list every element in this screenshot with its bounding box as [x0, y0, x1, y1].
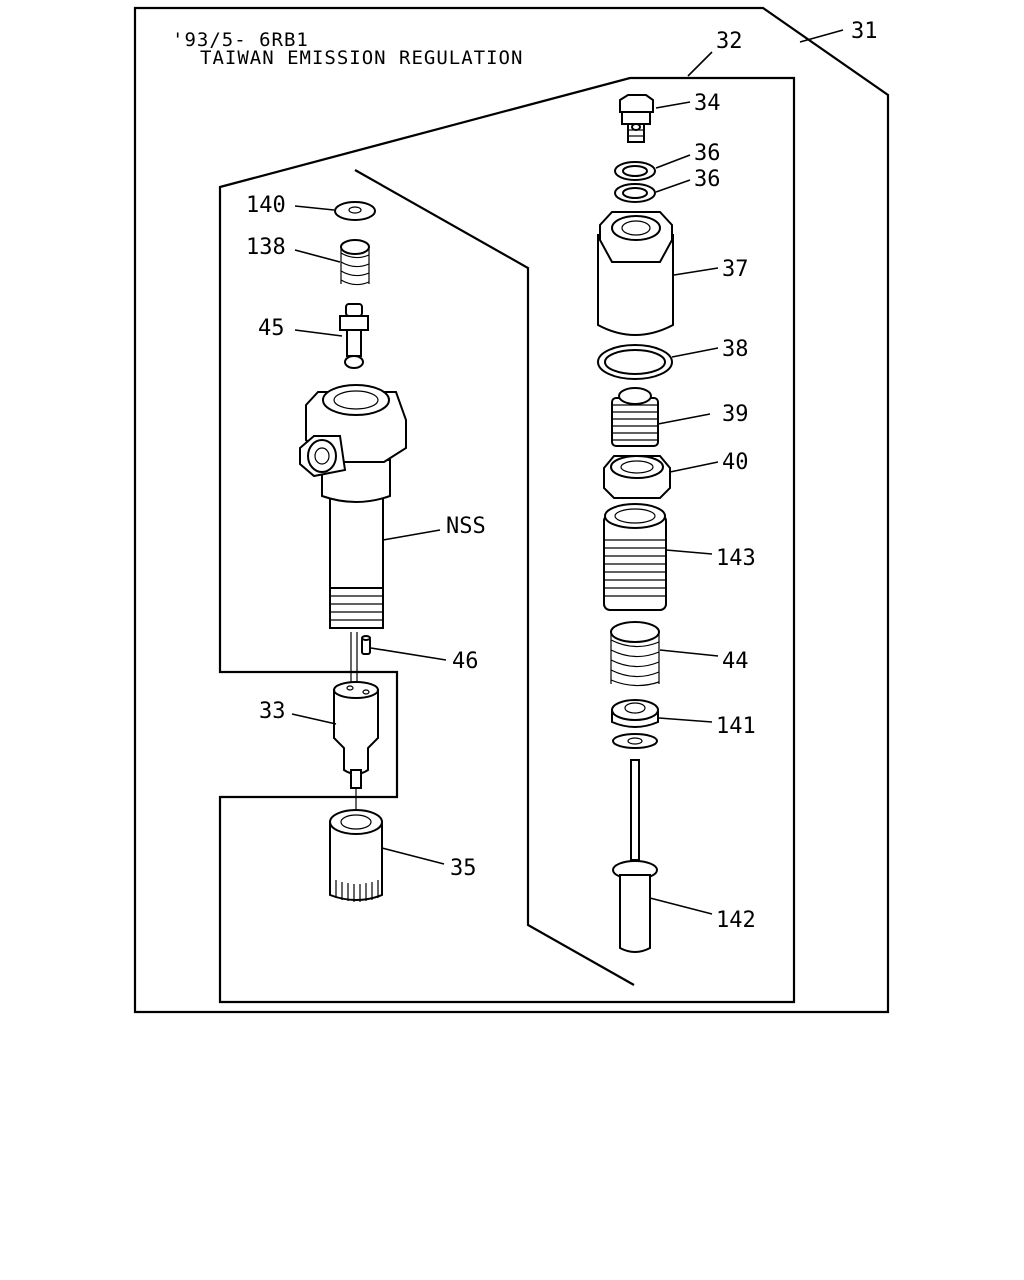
- nut-40: [603, 455, 671, 499]
- callout-32-label: 32: [716, 29, 743, 54]
- callout-38-label: 38: [722, 337, 749, 362]
- callout-39-label: 39: [722, 402, 749, 427]
- threaded-body-143: [603, 503, 667, 611]
- outer-frame-31: [133, 6, 890, 1014]
- eye-bolt-34: [619, 94, 654, 143]
- callout-36b-label: 36: [694, 167, 721, 192]
- callout-142-label: 142: [716, 908, 756, 933]
- callout-34-label: 34: [694, 91, 721, 116]
- dowel-pin-46: [361, 635, 371, 655]
- separator-line: [354, 169, 635, 986]
- spindle-45: [339, 303, 369, 369]
- inner-frame-32: [218, 76, 796, 1004]
- callout-31-label: 31: [851, 19, 878, 44]
- callout-143-label: 143: [716, 546, 756, 571]
- washer-36-lower: [614, 183, 656, 203]
- push-rod-142: [612, 759, 658, 953]
- callout-46-label: 46: [452, 649, 479, 674]
- spring-seat-141: [611, 699, 659, 749]
- callout-141-label: 141: [716, 714, 756, 739]
- cap-nut-37: [597, 211, 674, 336]
- callout-36a-label: 36: [694, 141, 721, 166]
- shim-140: [334, 201, 376, 221]
- gasket-38: [597, 344, 673, 380]
- callout-45-label: 45: [258, 316, 285, 341]
- callout-138-label: 138: [246, 235, 286, 260]
- spring-seat-39: [611, 387, 659, 447]
- spring-138: [340, 239, 370, 286]
- nozzle-holder-body-nss: [299, 384, 407, 629]
- callout-140-label: 140: [246, 193, 286, 218]
- callout-nss-label: NSS: [446, 514, 486, 539]
- callout-31: 31: [799, 19, 878, 44]
- retaining-nut-35: [329, 809, 383, 902]
- callout-32: 32: [687, 29, 743, 77]
- callout-33-label: 33: [259, 699, 286, 724]
- nozzle-33: [333, 681, 379, 789]
- header-line-2: TAIWAN EMISSION REGULATION: [200, 47, 523, 69]
- washer-36-upper: [614, 161, 656, 181]
- callout-37-label: 37: [722, 257, 749, 282]
- callout-40-label: 40: [722, 450, 749, 475]
- callout-44-label: 44: [722, 649, 749, 674]
- header-line-1: '93/5- 6RB1: [172, 29, 309, 51]
- spring-44: [610, 621, 660, 687]
- callout-35-label: 35: [450, 856, 477, 881]
